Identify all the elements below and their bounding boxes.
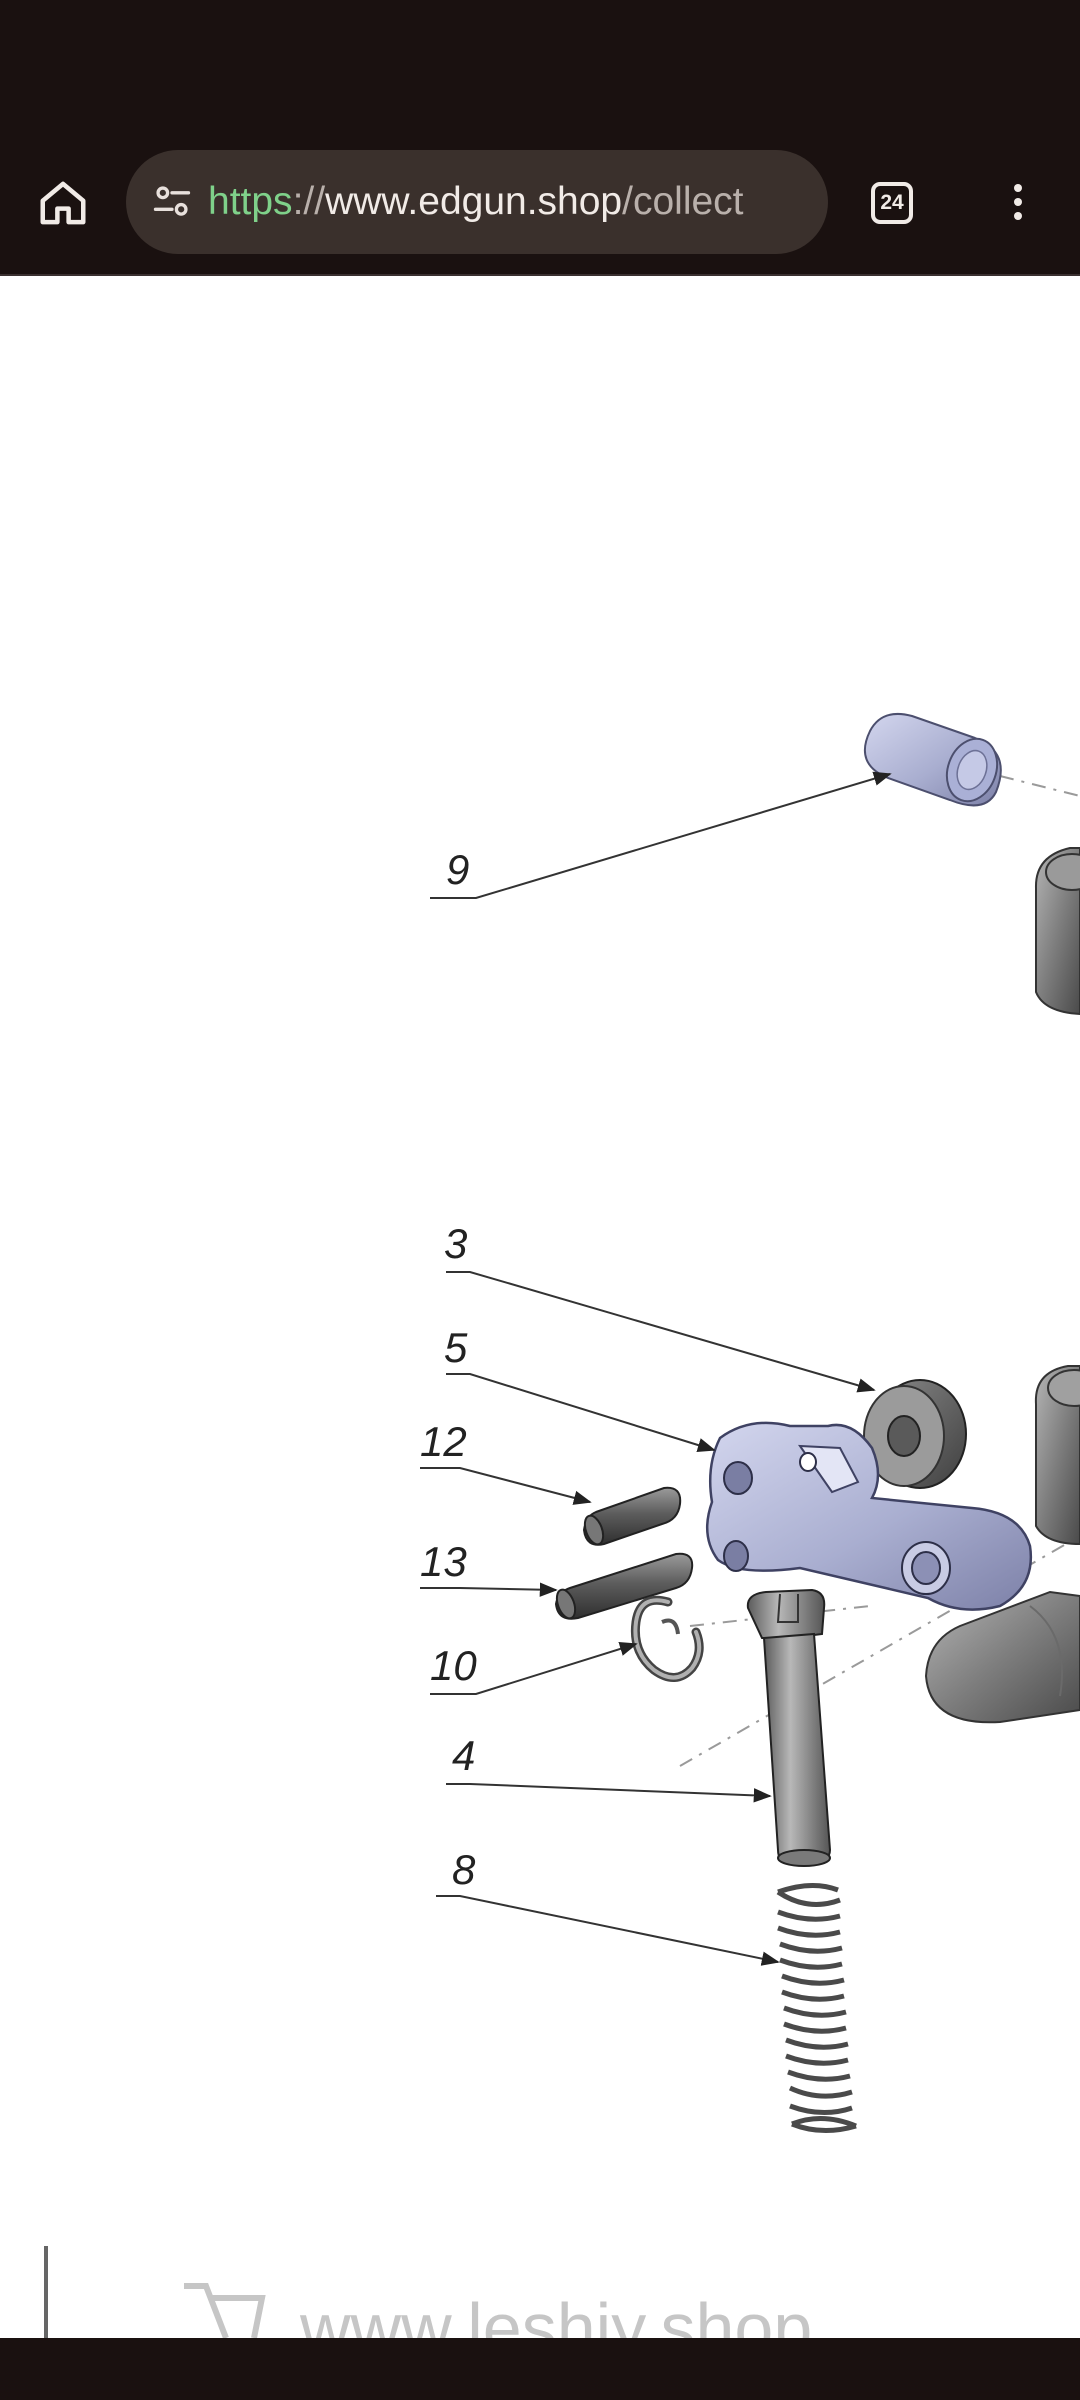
- part-13-pin: [554, 1552, 694, 1620]
- part-labels: 9 3 5 12 13 10 4 8: [420, 846, 477, 1893]
- part-label-8: 8: [452, 1846, 476, 1893]
- exploded-parts-diagram: 9 3 5 12 13 10 4 8 www.leshiy.shop: [44, 712, 1080, 2338]
- more-options-button[interactable]: [978, 162, 1058, 242]
- tab-switcher-icon: 24: [871, 182, 913, 224]
- part-label-5: 5: [444, 1324, 468, 1371]
- roller-part: [924, 1590, 1080, 1724]
- part-3-washer: [863, 1379, 967, 1489]
- part-10-e-clip: [630, 1595, 704, 1682]
- page-content[interactable]: 9 3 5 12 13 10 4 8 www.leshiy.shop: [0, 276, 1080, 2338]
- part-label-10: 10: [430, 1642, 477, 1689]
- watermark: www.leshiy.shop: [44, 2246, 812, 2338]
- part-label-12: 12: [420, 1418, 467, 1465]
- part-label-9: 9: [446, 846, 469, 893]
- url-scheme: https: [208, 180, 293, 223]
- browser-toolbar: https://www.edgun.shop/collect 24: [0, 130, 1080, 276]
- part-8-spring: [776, 1883, 857, 2134]
- more-vert-icon: [1014, 184, 1022, 220]
- address-bar[interactable]: https://www.edgun.shop/collect: [126, 150, 828, 254]
- url-separator: ://: [292, 180, 326, 223]
- watermark-text: www.leshiy.shop: [299, 2289, 812, 2338]
- part-9-bushing: [863, 712, 1002, 807]
- housing-fragment-middle: [1034, 1365, 1080, 1546]
- url-host: www.edgun.shop: [325, 180, 623, 223]
- part-label-4: 4: [452, 1732, 475, 1779]
- housing-fragment-top: [1034, 847, 1080, 1016]
- url-path: /collect: [622, 180, 744, 223]
- cart-icon: [184, 2283, 266, 2338]
- part-4-shaft: [746, 1588, 832, 1867]
- tab-switcher-button[interactable]: 24: [852, 163, 932, 243]
- system-navigation-bar: [0, 2338, 1080, 2400]
- home-icon: [40, 181, 86, 225]
- status-bar: [0, 0, 1080, 130]
- part-label-13: 13: [420, 1538, 467, 1585]
- part-12-pin: [582, 1486, 682, 1546]
- leader-lines: [420, 771, 892, 1966]
- site-info-button[interactable]: [142, 172, 202, 232]
- tune-icon: [153, 186, 191, 216]
- part-5-lever: [705, 1421, 1033, 1611]
- home-button[interactable]: [22, 162, 104, 244]
- part-label-3: 3: [444, 1220, 467, 1267]
- url-text[interactable]: https://www.edgun.shop/collect: [208, 180, 828, 224]
